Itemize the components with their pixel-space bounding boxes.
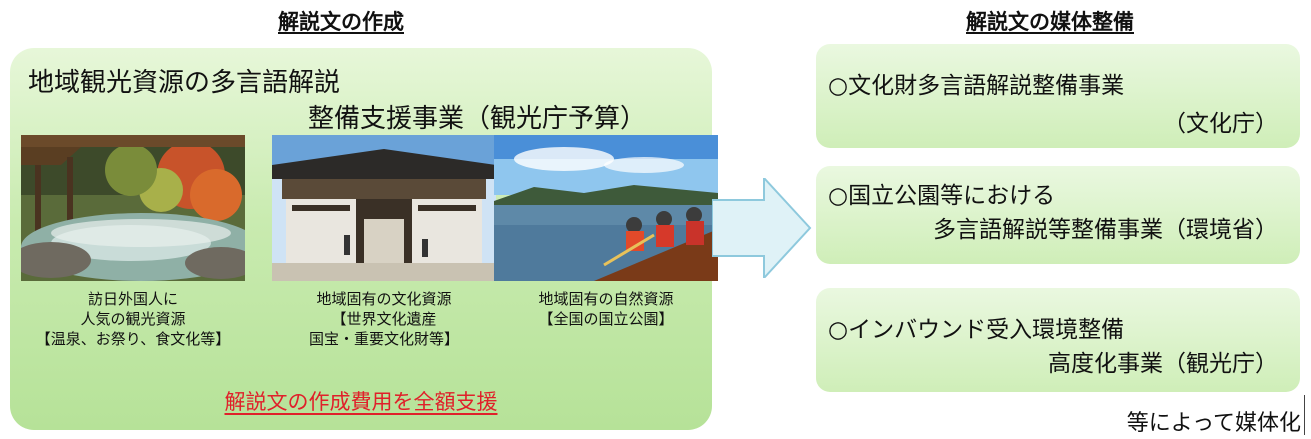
support-project-panel: 地域観光資源の多言語解説 整備支援事業（観光庁予算）	[10, 48, 718, 430]
box-line-2: 多言語解説等整備事業（環境省）	[933, 217, 1278, 243]
funding-note: 解説文の作成費用を全額支援	[224, 390, 498, 414]
caption-line: 国宝・重要文化財等】	[308, 330, 459, 348]
lake-canoe-photo	[494, 135, 718, 281]
media-project-box: ○インバウンド受入環境整備 高度化事業（観光庁）	[816, 288, 1300, 392]
natural-caption: 地域固有の自然資源 【全国の国立公園】	[486, 289, 726, 329]
caption-line: 【世界文化遺産	[331, 310, 437, 328]
media-heading: 解説文の媒体整備	[966, 10, 1134, 34]
media-project-box: ○国立公園等における 多言語解説等整備事業（環境省）	[816, 166, 1300, 264]
flow-arrow-icon	[711, 175, 812, 282]
box-line-2: 高度化事業（観光庁）	[1048, 351, 1278, 377]
temple-gate-photo	[272, 135, 496, 281]
onsen-caption: 訪日外国人に 人気の観光資源 【温泉、お祭り、食文化等】	[13, 289, 253, 349]
divider	[1304, 395, 1305, 435]
caption-line: 【温泉、お祭り、食文化等】	[35, 330, 231, 348]
caption-line: 地域固有の文化資源	[316, 290, 452, 308]
panel-title-line1: 地域観光資源の多言語解説	[28, 68, 341, 98]
box-line-1: ○国立公園等における	[828, 183, 1056, 209]
caption-line: 人気の観光資源	[80, 310, 186, 328]
onsen-photo	[21, 135, 245, 281]
cultural-caption: 地域固有の文化資源 【世界文化遺産 国宝・重要文化財等】	[264, 289, 504, 349]
creation-heading: 解説文の作成	[278, 10, 404, 34]
caption-line: 訪日外国人に	[87, 290, 178, 308]
caption-line: 地域固有の自然資源	[538, 290, 674, 308]
panel-title-line2: 整備支援事業（観光庁予算）	[308, 104, 647, 134]
box-line-1: ○インバウンド受入環境整備	[828, 317, 1125, 343]
caption-line: 【全国の国立公園】	[538, 310, 674, 328]
footer-note: 等によって媒体化	[1126, 411, 1301, 436]
box-line-2: （文化庁）	[1163, 111, 1278, 137]
box-line-1: ○文化財多言語解説整備事業	[828, 73, 1125, 99]
media-project-box: ○文化財多言語解説整備事業 （文化庁）	[816, 44, 1300, 148]
